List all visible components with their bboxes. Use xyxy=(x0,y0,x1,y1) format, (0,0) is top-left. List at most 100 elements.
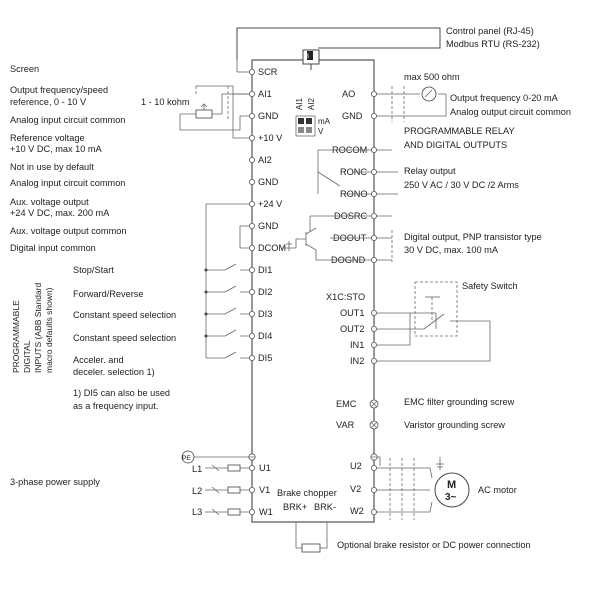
left-descriptions: Screen Output frequency/speed reference,… xyxy=(10,64,190,487)
term-label-dcom: DCOM xyxy=(258,243,286,253)
l3-label: L3 xyxy=(192,507,202,517)
motor-3-label: 3~ xyxy=(445,492,457,503)
stop-start-label: Stop/Start xyxy=(73,265,114,275)
power-input: PE L1 L2 L3 U1 V1 W1 xyxy=(181,450,273,517)
ao-freq-label: Output frequency 0-20 mA xyxy=(450,93,559,103)
terminal-u2 xyxy=(370,464,377,471)
potentiometer-circuit xyxy=(179,85,249,139)
terminal-di5 xyxy=(248,354,255,361)
term-label-di4: DI4 xyxy=(258,331,272,341)
terminal-di2 xyxy=(248,288,255,295)
terminal-dognd xyxy=(370,256,377,263)
pot-label: 1 - 10 kohm xyxy=(141,97,190,107)
screen-label: Screen xyxy=(10,64,39,74)
potentiometer-icon xyxy=(195,109,213,119)
analog-common-1-label: Analog input circuit common xyxy=(10,115,125,125)
analog-common-2-label: Analog input circuit common xyxy=(10,178,125,188)
left-terminal-block: SCR AI1 GND +10 V AI2 GND +24 V GND DCOM… xyxy=(248,67,286,363)
relay-out-label-1: Relay output xyxy=(404,166,456,176)
svg-text:B: B xyxy=(305,54,309,60)
terminal-u1 xyxy=(248,464,255,471)
w1-label: W1 xyxy=(259,507,273,517)
ref-voltage-label-2: +10 V DC, max 10 mA xyxy=(10,144,103,154)
terminal-v1 xyxy=(248,486,255,493)
fwd-rev-label: Forward/Reverse xyxy=(73,289,143,299)
jumper-ma-label: mA xyxy=(318,117,331,126)
terminal-in1 xyxy=(370,341,377,348)
power-supply-label: 3-phase power supply xyxy=(10,477,100,487)
jumper-ai2-label: AI2 xyxy=(307,97,316,110)
relay-circuit xyxy=(317,149,398,195)
term-label-emc: EMC xyxy=(336,399,357,409)
analog-output-circuit: max 500 ohm Output frequency 0-20 mA Ana… xyxy=(377,72,571,122)
term-label-ao-gnd: GND xyxy=(342,111,363,121)
terminal-w2 xyxy=(370,508,377,515)
u1-label: U1 xyxy=(259,463,271,473)
aux-common-label: Aux. voltage output common xyxy=(10,226,126,236)
prog-relay-label-2: AND DIGITAL OUTPUTS xyxy=(404,140,507,150)
terminal-doout xyxy=(370,234,377,241)
term-label-in2: IN2 xyxy=(350,356,364,366)
ai-jumper: AI1 AI2 mA V xyxy=(295,97,331,137)
brake-resistor-circuit xyxy=(295,522,328,553)
jumper-ai1-label: AI1 xyxy=(295,97,304,110)
prog-inputs-label-1: PROGRAMMABLE xyxy=(11,300,21,373)
emc-screw-label: EMC filter grounding screw xyxy=(404,397,515,407)
term-label-gnd-2: GND xyxy=(258,177,279,187)
safety-switch-circuit xyxy=(377,281,491,362)
brake-chopper-label: Brake chopper xyxy=(277,488,337,498)
terminal-gnd-2 xyxy=(248,178,255,185)
control-panel-wire xyxy=(236,27,441,60)
terminal-in2 xyxy=(370,357,377,364)
aux-out-label-1: Aux. voltage output xyxy=(10,197,89,207)
v1-label: V1 xyxy=(259,485,270,495)
terminal-rocom xyxy=(370,146,377,153)
l1-label: L1 xyxy=(192,464,202,474)
term-label-di3: DI3 xyxy=(258,309,272,319)
motor-m-label: M xyxy=(447,479,456,491)
l2-label: L2 xyxy=(192,486,202,496)
relay-out-label-2: 250 V AC / 30 V DC /2 Arms xyxy=(404,180,519,190)
brk-minus-label: BRK- xyxy=(314,502,336,512)
output-freq-label-1: Output frequency/speed xyxy=(10,85,108,95)
not-in-use-label: Not in use by default xyxy=(10,162,94,172)
term-label-di2: DI2 xyxy=(258,287,272,297)
fuse-l3-icon xyxy=(227,508,241,516)
note-label-1: 1) DI5 can also be used xyxy=(73,388,170,398)
accel-label-1: Acceler. and xyxy=(73,355,124,365)
term-label-ai2: AI2 xyxy=(258,155,272,165)
terminal-di3 xyxy=(248,310,255,317)
note-label-2: as a frequency input. xyxy=(73,401,158,411)
terminal-ao xyxy=(370,91,377,98)
term-label-ai1: AI1 xyxy=(258,89,272,99)
terminal-v2 xyxy=(370,486,377,493)
terminal-scr xyxy=(248,69,255,76)
right-terminal-block: AO GND ROCOM RONC RONO DOSRC DOOUT DOGND… xyxy=(326,89,377,430)
terminal-ronc xyxy=(370,168,377,175)
brake-resistor-icon xyxy=(301,543,321,553)
var-screw-label: Varistor grounding screw xyxy=(404,420,505,430)
modbus-label: Modbus RTU (RS-232) xyxy=(446,39,540,49)
grounding-screws xyxy=(369,399,379,430)
term-label-scr: SCR xyxy=(258,67,278,77)
terminal-ai1 xyxy=(248,91,255,98)
terminal-10v xyxy=(248,134,255,141)
w2-label: W2 xyxy=(350,506,364,516)
digital-out-label-1: Digital output, PNP transistor type xyxy=(404,232,542,242)
terminal-w1 xyxy=(248,508,255,515)
output-freq-label-2: reference, 0 - 10 V xyxy=(10,97,87,107)
ammeter-icon xyxy=(421,86,437,102)
terminal-dcom xyxy=(248,244,255,251)
accel-label-2: deceler. selection 1) xyxy=(73,367,155,377)
term-label-10v: +10 V xyxy=(258,133,283,143)
safety-switch-label: Safety Switch xyxy=(462,281,518,291)
terminal-out2 xyxy=(370,325,377,332)
term-label-in1: IN1 xyxy=(350,340,364,350)
pe-label: PE xyxy=(182,455,191,462)
digital-out-label-2: 30 V DC, max. 100 mA xyxy=(404,245,499,255)
terminal-di1 xyxy=(248,266,255,273)
term-label-di5: DI5 xyxy=(258,353,272,363)
terminal-rono xyxy=(370,190,377,197)
prog-relay-label-1: PROGRAMMABLE RELAY xyxy=(404,126,515,136)
